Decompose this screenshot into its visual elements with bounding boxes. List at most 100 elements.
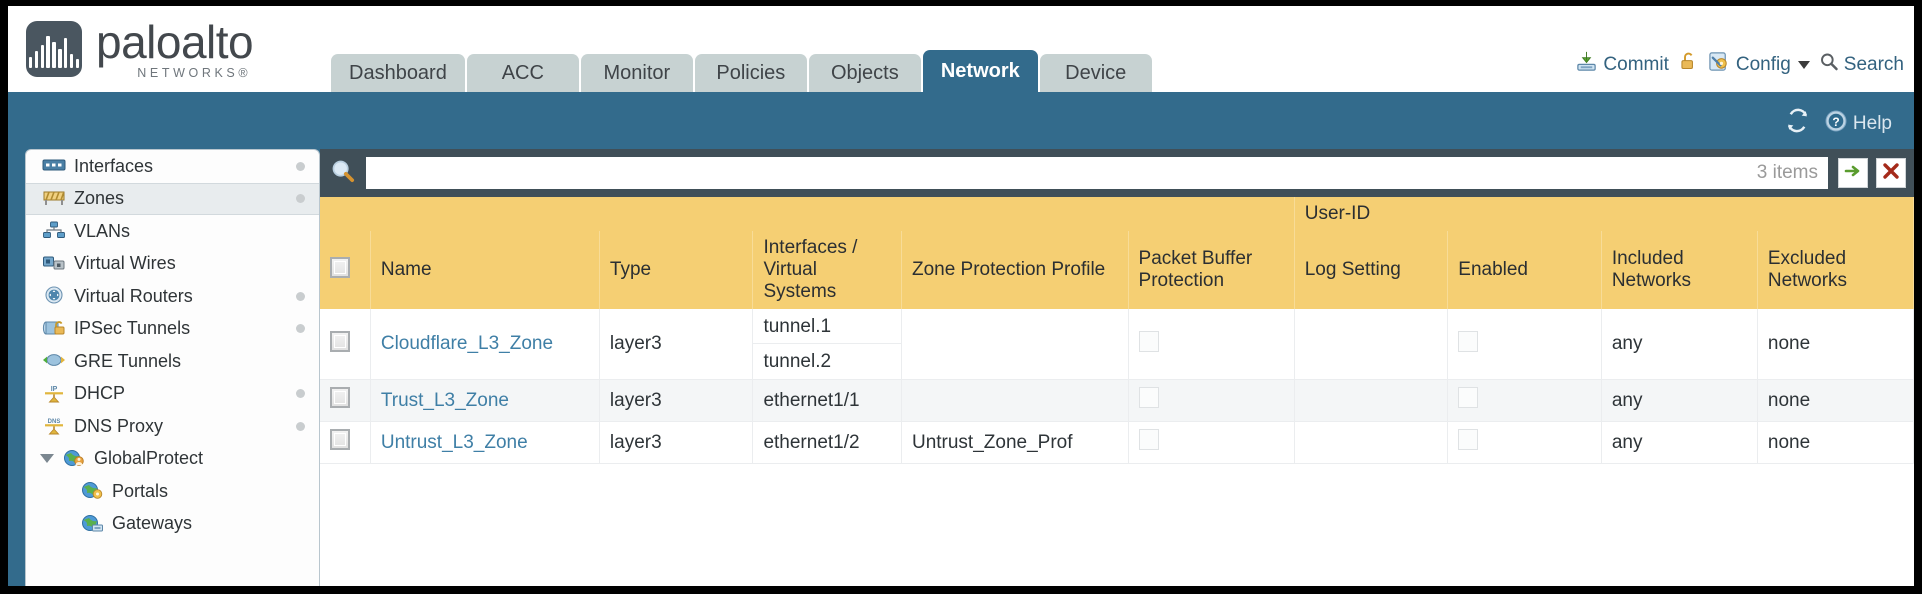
sidebar-item-dhcp[interactable]: IP DHCP: [26, 378, 319, 411]
sidebar-item-label: Portals: [112, 480, 169, 501]
network-sidebar: Interfaces Zones: [25, 149, 320, 586]
table-search-bar: 3 items: [320, 149, 1914, 197]
table-row[interactable]: Cloudflare_L3_Zone layer3 tunnel.1 tunne…: [320, 309, 1914, 380]
userid-enabled-checkbox[interactable]: [1458, 429, 1479, 450]
cell-zone-protection-profile: [901, 379, 1129, 422]
help-button[interactable]: ? Help: [1824, 109, 1892, 139]
col-header-included-networks[interactable]: Included Networks: [1601, 231, 1758, 309]
green-arrow-icon: [1843, 161, 1863, 186]
select-all-checkbox[interactable]: [330, 256, 350, 278]
sidebar-item-gre-tunnels[interactable]: GRE Tunnels: [26, 345, 319, 378]
sidebar-item-label: Virtual Wires: [74, 253, 176, 274]
zone-name-link[interactable]: Cloudflare_L3_Zone: [380, 333, 554, 354]
sidebar-item-label: Interfaces: [74, 155, 154, 176]
col-header-excluded-networks[interactable]: Excluded Networks: [1757, 231, 1914, 309]
tab-monitor[interactable]: Monitor: [580, 54, 693, 92]
commit-button[interactable]: Commit: [1575, 50, 1669, 79]
paloalto-logo-mark-icon: [26, 21, 82, 77]
tree-collapse-caret-icon[interactable]: [40, 454, 54, 464]
cell-log-setting: [1294, 379, 1449, 422]
tab-dashboard[interactable]: Dashboard: [331, 54, 465, 92]
sidebar-item-virtual-routers[interactable]: Virtual Routers: [26, 280, 319, 313]
cell-userid-enabled: [1447, 309, 1602, 380]
cell-zone-protection-profile: [901, 309, 1129, 380]
table-row[interactable]: Untrust_L3_Zone layer3 ethernet1/2 Untru…: [320, 421, 1914, 464]
sidebar-item-zones[interactable]: Zones: [26, 182, 319, 215]
sidebar-item-label: Zones: [74, 188, 125, 209]
search-magnifier-icon: [330, 158, 356, 189]
table-row[interactable]: Trust_L3_Zone layer3 ethernet1/1 any: [320, 379, 1914, 422]
sidebar-item-label: GlobalProtect: [94, 448, 204, 469]
group-header-spacer: [320, 197, 1295, 231]
zones-table: User-ID Name Type Interfaces / Virtual S…: [320, 197, 1914, 464]
cell-interfaces: tunnel.1 tunnel.2: [752, 309, 902, 380]
tab-objects[interactable]: Objects: [808, 54, 921, 92]
sidebar-item-label: VLANs: [74, 220, 131, 241]
sidebar-item-dns-proxy[interactable]: DNS DNS Proxy: [26, 410, 319, 443]
search-input[interactable]: 3 items: [366, 157, 1828, 189]
chevron-down-icon: [1797, 60, 1810, 69]
col-header-zone-protection-profile[interactable]: Zone Protection Profile: [901, 231, 1129, 309]
cell-log-setting: [1294, 309, 1449, 380]
zones-icon: [42, 189, 66, 209]
search-magnifier-icon: [1819, 51, 1839, 78]
zone-name-link[interactable]: Trust_L3_Zone: [380, 389, 509, 411]
group-header-userid: User-ID: [1294, 197, 1914, 231]
sidebar-item-interfaces[interactable]: Interfaces: [26, 150, 319, 183]
sidebar-status-dot: [296, 291, 305, 301]
interface-entry: tunnel.1: [753, 309, 901, 344]
vlans-icon: [42, 221, 66, 241]
col-header-packet-buffer-protection[interactable]: Packet Buffer Protection: [1128, 231, 1295, 309]
userid-enabled-checkbox[interactable]: [1458, 330, 1479, 352]
sidebar-item-gateways[interactable]: Gateways: [26, 508, 319, 541]
tab-policies[interactable]: Policies: [694, 54, 807, 92]
col-header-interfaces[interactable]: Interfaces / Virtual Systems: [752, 231, 902, 309]
col-header-type[interactable]: Type: [599, 231, 754, 309]
refresh-icon[interactable]: [1785, 108, 1810, 139]
cell-included-networks: any: [1601, 379, 1758, 422]
row-select-cell: [320, 379, 371, 422]
tab-device[interactable]: Device: [1039, 54, 1152, 92]
cell-packet-buffer-protection: [1128, 421, 1295, 464]
logo-bars-icon: [28, 34, 80, 68]
cell-interfaces: ethernet1/1: [752, 379, 902, 422]
zone-name-link[interactable]: Untrust_L3_Zone: [380, 431, 528, 453]
column-header-row: Name Type Interfaces / Virtual Systems Z…: [320, 231, 1914, 309]
help-question-icon: ?: [1824, 109, 1848, 139]
sidebar-item-ipsec-tunnels[interactable]: IPSec Tunnels: [26, 313, 319, 346]
logo-wordmark: paloalto NETWORKS®: [96, 19, 254, 80]
paloalto-logo: paloalto NETWORKS®: [26, 6, 254, 92]
search-label: Search: [1843, 53, 1904, 75]
sidebar-item-virtual-wires[interactable]: Virtual Wires: [26, 248, 319, 281]
userid-enabled-checkbox[interactable]: [1458, 387, 1479, 408]
col-header-log-setting[interactable]: Log Setting: [1294, 231, 1449, 309]
search-button[interactable]: Search: [1819, 51, 1904, 78]
tab-network[interactable]: Network: [922, 50, 1038, 92]
col-header-name[interactable]: Name: [370, 231, 600, 309]
cell-interfaces: ethernet1/2: [752, 421, 902, 464]
band-right-icons: ? Help: [1785, 108, 1892, 139]
row-checkbox[interactable]: [330, 429, 350, 450]
tab-acc[interactable]: ACC: [466, 54, 579, 92]
row-select-cell: [320, 309, 371, 380]
row-checkbox[interactable]: [330, 330, 350, 352]
cell-log-setting: [1294, 421, 1449, 464]
sidebar-item-globalprotect[interactable]: GlobalProtect: [26, 443, 319, 476]
col-header-enabled[interactable]: Enabled: [1447, 231, 1602, 309]
gre-tunnels-icon: [42, 351, 66, 371]
packet-buffer-protection-checkbox[interactable]: [1138, 387, 1159, 408]
config-dropdown[interactable]: Config: [1708, 50, 1810, 79]
sidebar-item-portals[interactable]: Portals: [26, 475, 319, 508]
lock-button[interactable]: [1678, 50, 1699, 79]
top-right-actions: Commit Config: [1575, 50, 1904, 79]
clear-filter-button[interactable]: [1876, 158, 1906, 188]
packet-buffer-protection-checkbox[interactable]: [1138, 330, 1159, 352]
group-header-row: User-ID: [320, 197, 1914, 231]
row-select-cell: [320, 421, 371, 464]
apply-filter-button[interactable]: [1838, 158, 1868, 188]
row-checkbox[interactable]: [330, 387, 350, 408]
items-count-label: 3 items: [1756, 162, 1818, 183]
sidebar-item-vlans[interactable]: VLANs: [26, 215, 319, 248]
packet-buffer-protection-checkbox[interactable]: [1138, 429, 1159, 450]
sidebar-item-label: DHCP: [74, 383, 126, 404]
